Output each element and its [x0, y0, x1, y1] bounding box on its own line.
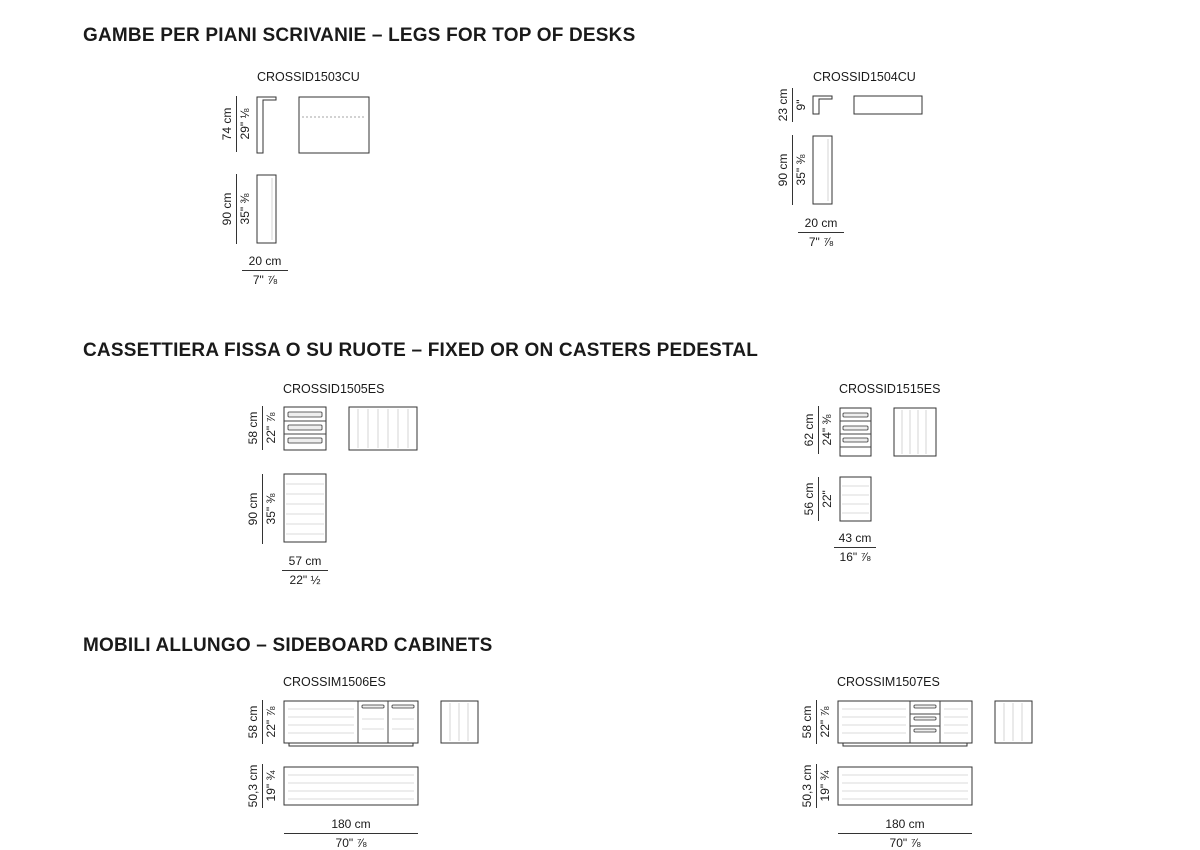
depth-dimension: 90 cm 35" ⅜: [244, 474, 280, 544]
section-title-legs: GAMBE PER PIANI SCRIVANIE – LEGS FOR TOP…: [83, 25, 636, 46]
width-dimension: 20 cm 7" ⅞: [242, 254, 288, 287]
depth-dimension: 56 cm 22": [800, 477, 836, 521]
depth-dimension: 50,3 cm 19" ¾: [800, 764, 832, 808]
product-code: CROSSID1503CU: [257, 70, 360, 84]
section-title-sideboard: MOBILI ALLUNGO – SIDEBOARD CABINETS: [83, 635, 493, 656]
product-code: CROSSID1505ES: [283, 382, 385, 396]
height-dimension: 23 cm 9": [776, 88, 808, 122]
sideboard-drawing: [837, 700, 1033, 806]
leg-drawing: [812, 95, 923, 205]
height-dimension: 58 cm 22" ⅞: [798, 700, 834, 744]
height-dimension: 58 cm 22" ⅞: [244, 406, 280, 450]
width-dimension: 57 cm 22" ½: [282, 554, 328, 587]
sideboard-drawing: [283, 700, 479, 806]
product-code: CROSSID1504CU: [813, 70, 916, 84]
depth-dimension: 50,3 cm 19" ¾: [246, 764, 278, 808]
width-dimension: 20 cm 7" ⅞: [798, 216, 844, 249]
leg-drawing: [256, 96, 370, 244]
width-dimension: 180 cm 70" ⅞: [838, 817, 972, 850]
width-dimension: 180 cm 70" ⅞: [284, 817, 418, 850]
width-dimension: 43 cm 16" ⅞: [834, 531, 876, 564]
product-code: CROSSID1515ES: [839, 382, 941, 396]
product-code: CROSSIM1506ES: [283, 675, 386, 689]
height-dimension: 58 cm 22" ⅞: [244, 700, 280, 744]
depth-dimension: 90 cm 35" ⅜: [774, 135, 810, 205]
section-title-pedestal: CASSETTIERA FISSA O SU RUOTE – FIXED OR …: [83, 340, 759, 361]
depth-dimension: 90 cm 35" ⅜: [218, 174, 254, 244]
height-dimension: 74 cm 29" ⅛: [218, 96, 254, 152]
height-dimension: 62 cm 24" ⅜: [800, 406, 836, 454]
product-code: CROSSIM1507ES: [837, 675, 940, 689]
pedestal-drawing: [283, 406, 418, 543]
pedestal-drawing: [839, 407, 937, 522]
